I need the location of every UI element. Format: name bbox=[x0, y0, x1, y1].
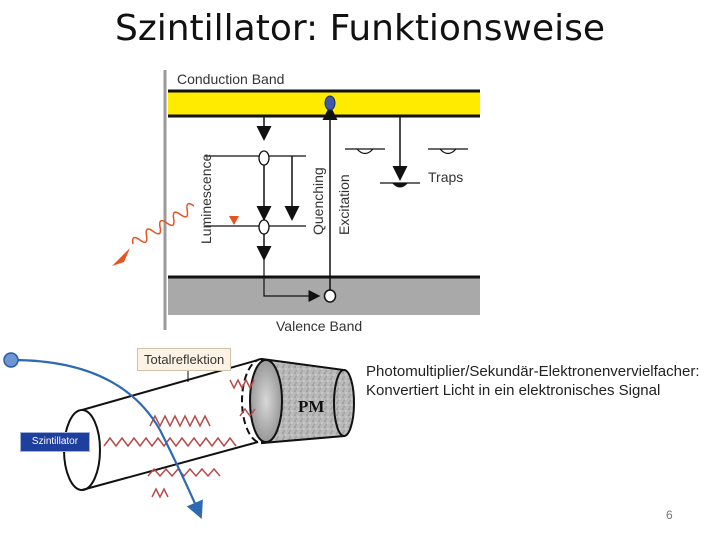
page-number: 6 bbox=[666, 508, 673, 522]
scintillator-cylinder bbox=[63, 358, 283, 491]
slide-title: Szintillator: Funktionsweise bbox=[114, 8, 606, 49]
luminescence-label: Luminescence bbox=[198, 154, 214, 244]
pm-label: PM bbox=[298, 397, 324, 416]
valence-band-label: Valence Band bbox=[276, 318, 362, 334]
detector-diagram: PM bbox=[3, 352, 355, 520]
conduction-band bbox=[168, 91, 480, 116]
conduction-band-label: Conduction Band bbox=[177, 71, 284, 87]
totalreflektion-label: Totalreflektion bbox=[137, 348, 232, 371]
light-path-icon bbox=[103, 378, 256, 499]
traps-label: Traps bbox=[428, 169, 463, 185]
photon-wave-icon bbox=[112, 202, 195, 266]
excitation-label: Excitation bbox=[336, 174, 352, 235]
quenching-label: Quenching bbox=[310, 167, 326, 235]
hole bbox=[323, 289, 337, 303]
particle-icon bbox=[3, 352, 19, 368]
photomultiplier-tube: PM bbox=[249, 357, 355, 445]
electron bbox=[324, 95, 336, 111]
band-diagram: Conduction Band Valence Band Traps Lumin… bbox=[112, 70, 480, 334]
pm-description: Photomultiplier/Sekundär-Elektronenvervi… bbox=[366, 363, 700, 399]
red-marker-icon bbox=[229, 216, 239, 225]
szintillator-label: Szintillator bbox=[20, 432, 90, 452]
particle-track bbox=[11, 358, 203, 520]
